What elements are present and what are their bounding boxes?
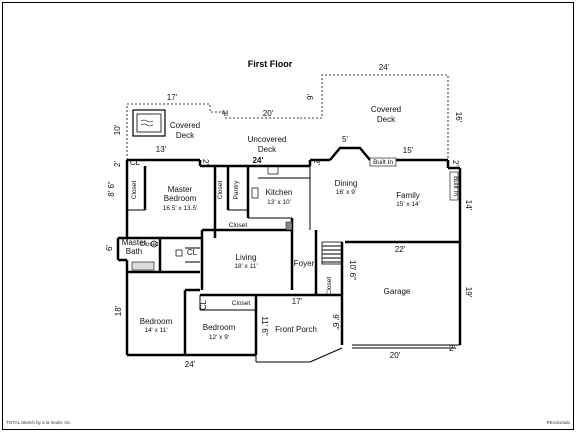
dim-2-a: 2' — [113, 161, 122, 167]
room-master-bedroom-2: Bedroom — [164, 194, 197, 203]
room-master-bedroom-dims: 16.5' x 13.5' — [163, 205, 198, 212]
dim-2-c: 2' — [312, 159, 321, 165]
room-bedroom-left-dims: 14' x 11' — [144, 327, 167, 334]
dim-13: 13' — [156, 145, 167, 154]
dim-2-b: 2' — [201, 159, 210, 165]
dim-10-6: 10' 6" — [348, 260, 357, 280]
room-uncovered-deck-2: Deck — [258, 145, 277, 154]
decks — [126, 74, 449, 160]
dim-20-bot: 20' — [390, 351, 401, 360]
closet-pantry: Closet — [217, 181, 224, 200]
dim-16: 16' — [454, 112, 463, 123]
room-pantry: Pantry — [233, 180, 240, 200]
room-dining-dims: 16' x 9' — [336, 189, 356, 196]
dim-24-top: 24' — [379, 63, 390, 72]
room-uncovered-deck-1: Uncovered — [248, 135, 287, 144]
dim-14: 14' — [464, 200, 473, 211]
dim-9: 9' — [306, 94, 315, 100]
room-master-bath-1: Master — [122, 238, 147, 247]
room-bedroom-mid-dims: 12' x 9' — [209, 334, 229, 341]
bathtub-icon — [131, 261, 155, 271]
room-living-1: Living — [236, 253, 257, 262]
label-built-in-family: Built In — [452, 176, 459, 196]
dim-19: 19' — [464, 287, 473, 298]
room-covered-deck-right-1: Covered — [371, 105, 401, 114]
dim-3: 3' — [220, 110, 229, 116]
room-bedroom-left-1: Bedroom — [140, 317, 173, 326]
label-cl-bed: CL — [199, 299, 208, 310]
fridge-icon — [251, 187, 259, 199]
room-covered-deck-right-2: Deck — [377, 115, 396, 124]
dim-6: 6' — [105, 245, 114, 251]
room-garage: Garage — [384, 287, 411, 296]
room-dining-1: Dining — [335, 179, 358, 188]
dim-24-bot: 24' — [185, 360, 196, 369]
stove-icon — [267, 165, 279, 175]
room-covered-deck-left-2: Deck — [176, 131, 195, 140]
room-master-bedroom-1: Master — [168, 185, 193, 194]
room-covered-deck-left-1: Covered — [170, 121, 200, 130]
room-family-dims: 15' x 14' — [396, 201, 420, 208]
label-cl-living: CL — [187, 248, 198, 257]
toilet-icon — [150, 240, 158, 248]
room-foyer: Foyer — [294, 259, 315, 268]
closet-labels: Closet Closet Closet Closet Closet Close… — [130, 157, 459, 310]
hot-tub-icon — [132, 109, 166, 137]
dim-8-6: 8' 6" — [107, 181, 116, 197]
label-cl-top: CL — [130, 158, 141, 167]
closet-master: Closet — [131, 181, 138, 200]
dim-17-top: 17' — [167, 93, 178, 102]
footer-left: TOTAL Sketch by a la mode, inc. — [6, 420, 71, 425]
dim-11-6: 11' 6" — [260, 316, 269, 336]
walls — [116, 146, 462, 363]
dim-5: 5' — [342, 135, 348, 144]
dim-20-deck: 20' — [263, 109, 274, 118]
label-built-in-dining: Built In — [373, 159, 393, 166]
dim-18: 18' — [114, 305, 123, 316]
footer-right: REcolorado — [546, 420, 570, 425]
dim-9-6: 9' 6" — [331, 314, 340, 330]
dim-15: 15' — [403, 146, 414, 155]
dim-10: 10' — [113, 124, 122, 135]
plan-title: First Floor — [248, 59, 293, 69]
fireplace-icon — [285, 221, 293, 231]
closet-hall: Closet — [229, 222, 248, 229]
stairs-icon — [321, 241, 343, 265]
room-family-1: Family — [396, 191, 420, 200]
dim-17-mid: 17' — [292, 297, 303, 306]
room-kitchen-dims: 13' x 10' — [267, 199, 291, 206]
dim-24-mid: 24' — [253, 156, 264, 165]
room-master-bath-2: Bath — [126, 247, 142, 256]
dim-22: 22' — [395, 245, 406, 254]
closet-foyer: Closet — [326, 277, 333, 296]
closet-bed: Closet — [232, 300, 251, 307]
dim-2-bot: 2' — [449, 344, 455, 353]
room-front-porch: Front Porch — [275, 325, 317, 334]
room-labels: Covered Deck Covered Deck Uncovered Deck… — [122, 105, 420, 341]
sink-icon — [175, 249, 183, 257]
room-bedroom-mid-1: Bedroom — [203, 323, 236, 332]
dim-2-d: 2' — [451, 160, 460, 166]
room-kitchen-1: Kitchen — [266, 188, 293, 197]
closet-bath: Closet — [140, 241, 159, 248]
room-living-dims: 18' x 11' — [234, 263, 257, 270]
dimensions: 17' 24' 3' 9' 20' 16' 10' 13' 5' 24' 15'… — [105, 63, 473, 369]
